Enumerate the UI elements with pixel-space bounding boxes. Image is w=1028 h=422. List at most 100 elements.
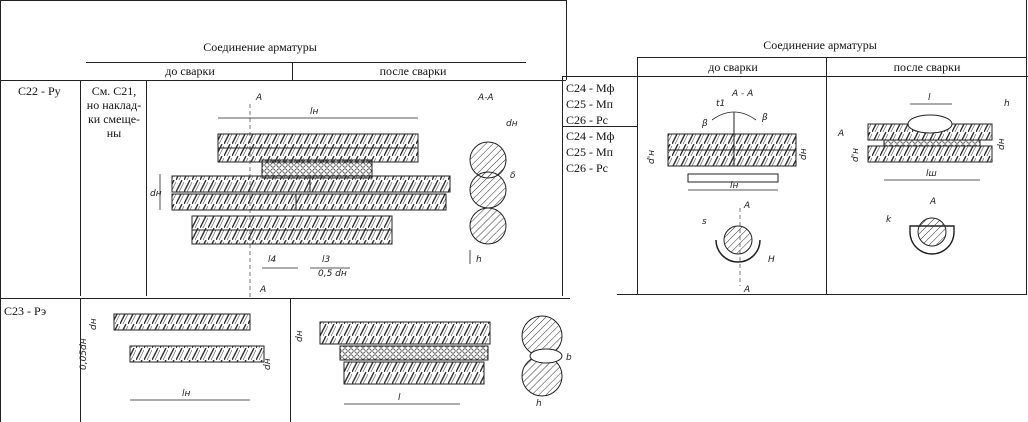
label-dn-prime-a: d'н [851, 148, 861, 162]
bar-after-a [319, 321, 491, 345]
angle-arc [711, 111, 757, 121]
row1-code: С22 - Ру [18, 84, 61, 98]
code-line: С26 - Рс [566, 161, 608, 175]
left-col-before: до сварки [165, 64, 215, 78]
header-col-divider [292, 62, 293, 80]
code-line: С26 - Рс [566, 113, 608, 127]
label-A: A [255, 93, 262, 103]
weld-bead [529, 348, 563, 364]
label-ln-c24: lн [730, 181, 739, 191]
c22-drawing [159, 104, 451, 300]
label-A-bottom: A [259, 285, 266, 295]
bar-after-b [343, 361, 485, 385]
label-dn-c23b: dн [263, 358, 273, 370]
label-beta-1: β [701, 119, 708, 129]
bar-b [129, 345, 265, 363]
rt-header-line [637, 57, 1027, 58]
section-circle-2 [469, 171, 507, 209]
label-l3: l3 [322, 255, 331, 265]
rt-code-divider [562, 126, 638, 127]
label-t1: t1 [716, 99, 725, 109]
section-circle-3 [469, 207, 507, 245]
label-ln-c23: lн [182, 389, 191, 399]
label-l4: l4 [268, 255, 277, 265]
label-h-c23: h [536, 399, 542, 409]
label-A-c24: A [743, 201, 750, 211]
rt-subheader-line [562, 76, 1028, 77]
c23-before [113, 313, 265, 401]
bar-a [113, 313, 251, 331]
right-caption: Соединение арматуры [763, 38, 877, 52]
right-border-top [566, 0, 567, 80]
row2-top [0, 298, 570, 299]
rt-codes-bottom: С24 - Мф С25 - Мп С26 - Рс [566, 128, 614, 176]
left-caption: Соединение арматуры [203, 40, 317, 54]
label-H: H [768, 255, 775, 265]
bar-c24-bottom [667, 149, 797, 167]
label-beta-2: β [761, 113, 768, 123]
note-col-divider [146, 80, 147, 296]
label-lsh: lш [926, 169, 937, 179]
code-col-divider [80, 80, 81, 296]
rt-col-left [637, 57, 638, 294]
label-dn-c22: dн [150, 189, 162, 199]
sec-c24a [917, 217, 947, 247]
plate [687, 173, 779, 183]
label-s: s [702, 217, 707, 227]
c24-before [667, 111, 797, 286]
label-dn-c23: dн [89, 318, 99, 330]
rt-codes-top: С24 - Мф С25 - Мп С26 - Рс [566, 80, 614, 128]
label-dn-c24: dн [799, 148, 809, 160]
note-line: См. С21, [91, 84, 137, 98]
label-A-c24-b: A [743, 285, 750, 295]
bar-mid-right-2 [295, 193, 447, 211]
rt-bottom [617, 294, 1027, 295]
weld-c23 [339, 345, 489, 361]
rt-col-mid [826, 57, 827, 294]
label-dn-c23c: dн [295, 330, 305, 342]
label-b: b [566, 353, 572, 363]
row2-col2 [290, 298, 291, 422]
label-dn-prime: d'н [647, 150, 657, 164]
left-col-after: после сварки [379, 64, 447, 78]
bar-low-2 [191, 229, 393, 245]
bar-mid-left-2 [171, 193, 313, 211]
code-line: С25 - Мп [566, 97, 614, 111]
bar-low [191, 215, 393, 231]
label-A-sec: A [929, 197, 936, 207]
note-line: но наклад- [86, 98, 142, 112]
code-line: С25 - Мп [566, 145, 614, 159]
label-AA: A-A [477, 93, 494, 103]
row1-note: См. С21, но наклад- ки смеще- ны [82, 84, 146, 140]
c23-after [319, 315, 563, 405]
label-delta: δ [510, 171, 516, 181]
right-col-after: после сварки [893, 60, 961, 74]
label-half-dn: 0,5 dн [318, 269, 347, 279]
label-l-c23: l [398, 393, 401, 403]
note-line: ны [106, 126, 122, 140]
row2-code: С23 - Рэ [4, 304, 47, 318]
c24-after [867, 103, 993, 255]
code-line: С24 - Мф [566, 129, 615, 143]
row2-col1 [80, 298, 81, 422]
header-divider [86, 62, 526, 63]
label-gap: 0,05dн [79, 338, 89, 370]
label-dn-sec: dн [506, 119, 518, 129]
row1-top [0, 80, 566, 81]
bar-c24a-bottom [867, 145, 993, 163]
c22-section [469, 141, 507, 264]
code-line: С24 - Мф [566, 81, 615, 95]
label-AA2: A - A [731, 89, 753, 99]
sec-c24 [723, 225, 753, 255]
weld-seam [261, 159, 373, 179]
label-A-c24a: A [837, 129, 844, 139]
note-line: ки смеще- [87, 112, 141, 126]
left-border [0, 0, 1, 422]
label-dn-c24a: dн [997, 138, 1007, 150]
weld-line [883, 139, 981, 147]
label-h-c22: h [476, 255, 482, 265]
bar-top [217, 133, 419, 149]
label-l-c24a: l [928, 93, 931, 103]
label-k: k [886, 215, 892, 225]
